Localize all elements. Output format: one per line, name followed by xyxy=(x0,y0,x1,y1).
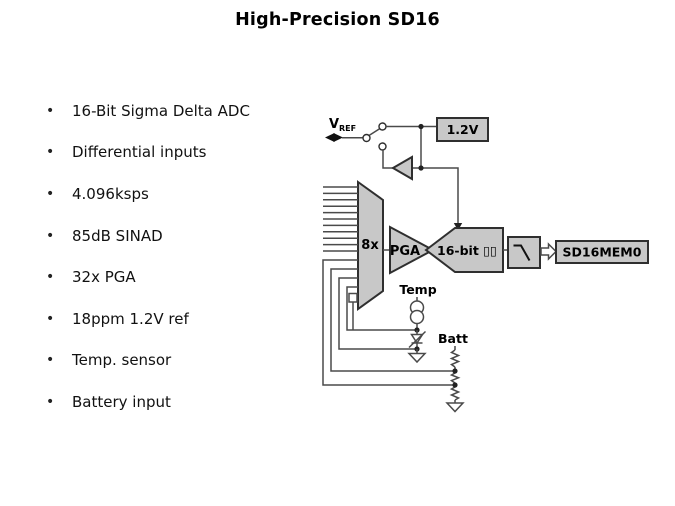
junction-dot xyxy=(418,123,424,130)
resistor-icon xyxy=(449,349,461,368)
feature-bullet-list: • 16-Bit Sigma Delta ADC • Differential … xyxy=(42,90,332,423)
bullet-text: Battery input xyxy=(72,392,171,411)
bullet-item: • 4.096ksps xyxy=(42,173,332,215)
bullet-text: 32x PGA xyxy=(72,268,136,287)
pga-label: PGA xyxy=(390,244,420,259)
vref-switch xyxy=(362,122,387,151)
bullet-text: Differential inputs xyxy=(72,143,207,162)
input-mux xyxy=(357,180,384,311)
mux-label: 8x xyxy=(361,238,379,253)
switch-throw-top-contact xyxy=(378,122,387,131)
temp-label: Temp xyxy=(399,282,436,297)
filter-output-open-arrow-icon xyxy=(540,242,558,261)
pga-amp-triangle xyxy=(389,225,436,275)
bullet-icon: • xyxy=(46,393,55,410)
sd16mem0-label: SD16MEM0 xyxy=(563,245,642,260)
bullet-item: • Differential inputs xyxy=(42,132,332,174)
junction-dot xyxy=(452,382,458,388)
bullet-icon: • xyxy=(46,185,55,202)
bullet-icon: • xyxy=(46,227,55,244)
temp-diode xyxy=(408,330,427,349)
ref-buffer-triangle xyxy=(391,155,413,181)
reference-wires xyxy=(382,123,463,231)
switch-pole-contact xyxy=(362,133,371,143)
bullet-item: • 16-Bit Sigma Delta ADC xyxy=(42,90,332,132)
batt-ground-symbol xyxy=(445,402,465,413)
junction-dot xyxy=(452,368,458,374)
temp-sensor-current-source xyxy=(409,297,425,330)
adc-label: 16-bit ▯▯ xyxy=(437,243,497,258)
bullet-text: 18ppm 1.2V ref xyxy=(72,309,189,328)
bullet-text: 4.096ksps xyxy=(72,184,149,203)
temp-ground-symbol xyxy=(407,349,427,364)
bullet-item: • 32x PGA xyxy=(42,256,332,298)
ref-1v2-label: 1.2V xyxy=(447,122,479,137)
arrowhead-down-icon xyxy=(453,223,463,231)
bullet-item: • 18ppm 1.2V ref xyxy=(42,298,332,340)
bullet-icon: • xyxy=(46,144,55,161)
sd16mem0-register-box xyxy=(555,240,649,264)
mux-input-lines xyxy=(323,186,358,252)
bullet-text: 85dB SINAD xyxy=(72,226,163,245)
bullet-icon: • xyxy=(46,310,55,327)
bullet-icon: • xyxy=(46,102,55,119)
junction-dot xyxy=(418,165,424,171)
sensor-routing-wires xyxy=(322,259,455,386)
mux-aux-input-port xyxy=(348,292,358,303)
vref-label: V xyxy=(329,117,339,132)
bullet-text: Temp. sensor xyxy=(72,351,172,370)
bullet-text: 16-Bit Sigma Delta ADC xyxy=(72,101,250,120)
bullet-item: • 85dB SINAD xyxy=(42,215,332,257)
bullet-item: • Battery input xyxy=(42,381,332,423)
lowpass-curve-icon xyxy=(513,244,531,261)
bullet-item: • Temp. sensor xyxy=(42,340,332,382)
vref-sub-label: REF xyxy=(339,124,356,133)
slide-title: High-Precision SD16 xyxy=(235,10,440,30)
vref-pin-arrow xyxy=(325,133,363,142)
bullet-icon: • xyxy=(46,269,55,286)
switch-throw-bottom-contact xyxy=(378,142,387,151)
bullet-icon: • xyxy=(46,352,55,369)
resistor-icon xyxy=(449,372,461,384)
ref-1v2-box xyxy=(436,117,489,142)
batt-divider-resistors xyxy=(449,346,461,403)
batt-label: Batt xyxy=(438,331,468,346)
resistor-icon xyxy=(449,386,461,401)
